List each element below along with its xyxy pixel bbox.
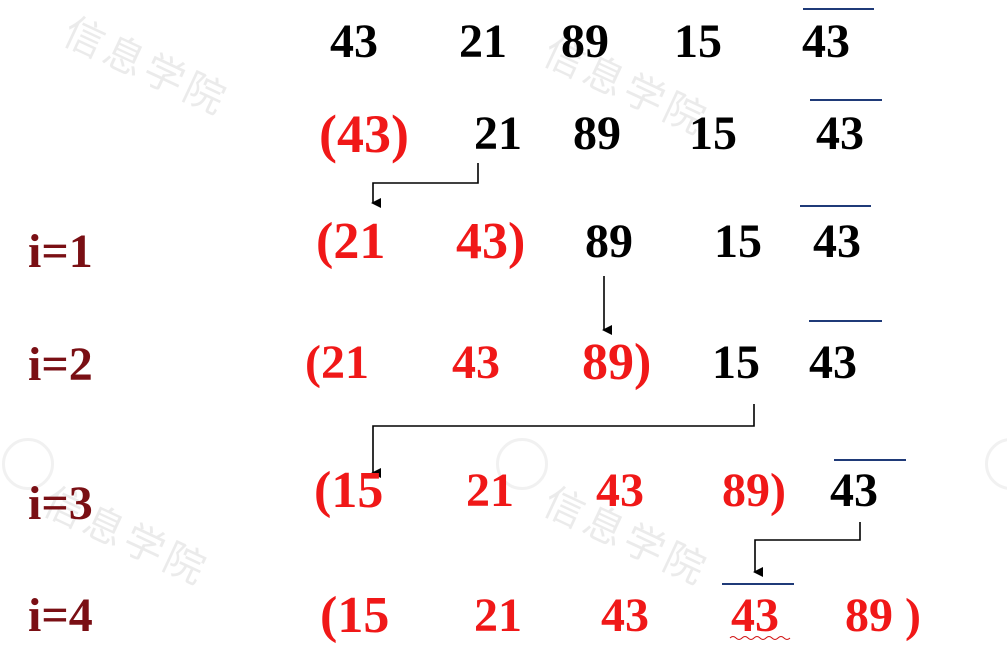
row0-unsorted-4: 43: [816, 107, 864, 160]
row3-unsorted-1: 43: [830, 464, 878, 517]
row0-unsorted-1: 21: [474, 107, 522, 160]
row1-unsorted-2: 15: [714, 215, 762, 268]
row3-sorted-4: 89): [722, 464, 786, 517]
row1-sorted-1: (21: [316, 213, 386, 270]
row0-unsorted-2: 89: [573, 107, 621, 160]
row4-sorted-5: 89 ): [845, 589, 921, 642]
initial-value-1: 43: [330, 15, 378, 68]
initial-value-3: 89: [561, 15, 609, 68]
row2-sorted-3: 89): [582, 334, 652, 391]
insert-arrow-step-4: [753, 522, 861, 577]
row1-sorted-2: 43): [456, 213, 526, 270]
row0-unsorted-3: 15: [689, 107, 737, 160]
row2-sorted-1: (21: [305, 336, 369, 389]
row1-unsorted-1: 89: [585, 215, 633, 268]
insert-arrow-step-1: [371, 163, 479, 208]
row4-sorted-2: 21: [474, 589, 522, 642]
step-label-2: i=2: [28, 338, 93, 391]
step-label-1: i=1: [28, 225, 93, 278]
row0-sorted-1: (43): [319, 104, 409, 164]
row3-sorted-3: 43: [596, 464, 644, 517]
row1-unsorted-3: 43: [813, 215, 861, 268]
row2-unsorted-2: 43: [809, 336, 857, 389]
initial-value-2: 21: [459, 15, 507, 68]
row3-sorted-2: 21: [466, 464, 514, 517]
wavy-underline: [729, 636, 791, 640]
step-label-4: i=4: [28, 589, 93, 642]
initial-value-5: 43: [802, 15, 850, 68]
row3-sorted-1: (15: [314, 462, 384, 519]
row2-unsorted-1: 15: [712, 336, 760, 389]
row2-sorted-2: 43: [452, 336, 500, 389]
row4-sorted-1: (15: [320, 587, 390, 644]
step-label-3: i=3: [28, 477, 93, 530]
row4-sorted-4: 43: [731, 589, 779, 642]
insert-arrow-step-3: [371, 404, 755, 478]
row4-sorted-3: 43: [601, 589, 649, 642]
initial-value-4: 15: [674, 15, 722, 68]
